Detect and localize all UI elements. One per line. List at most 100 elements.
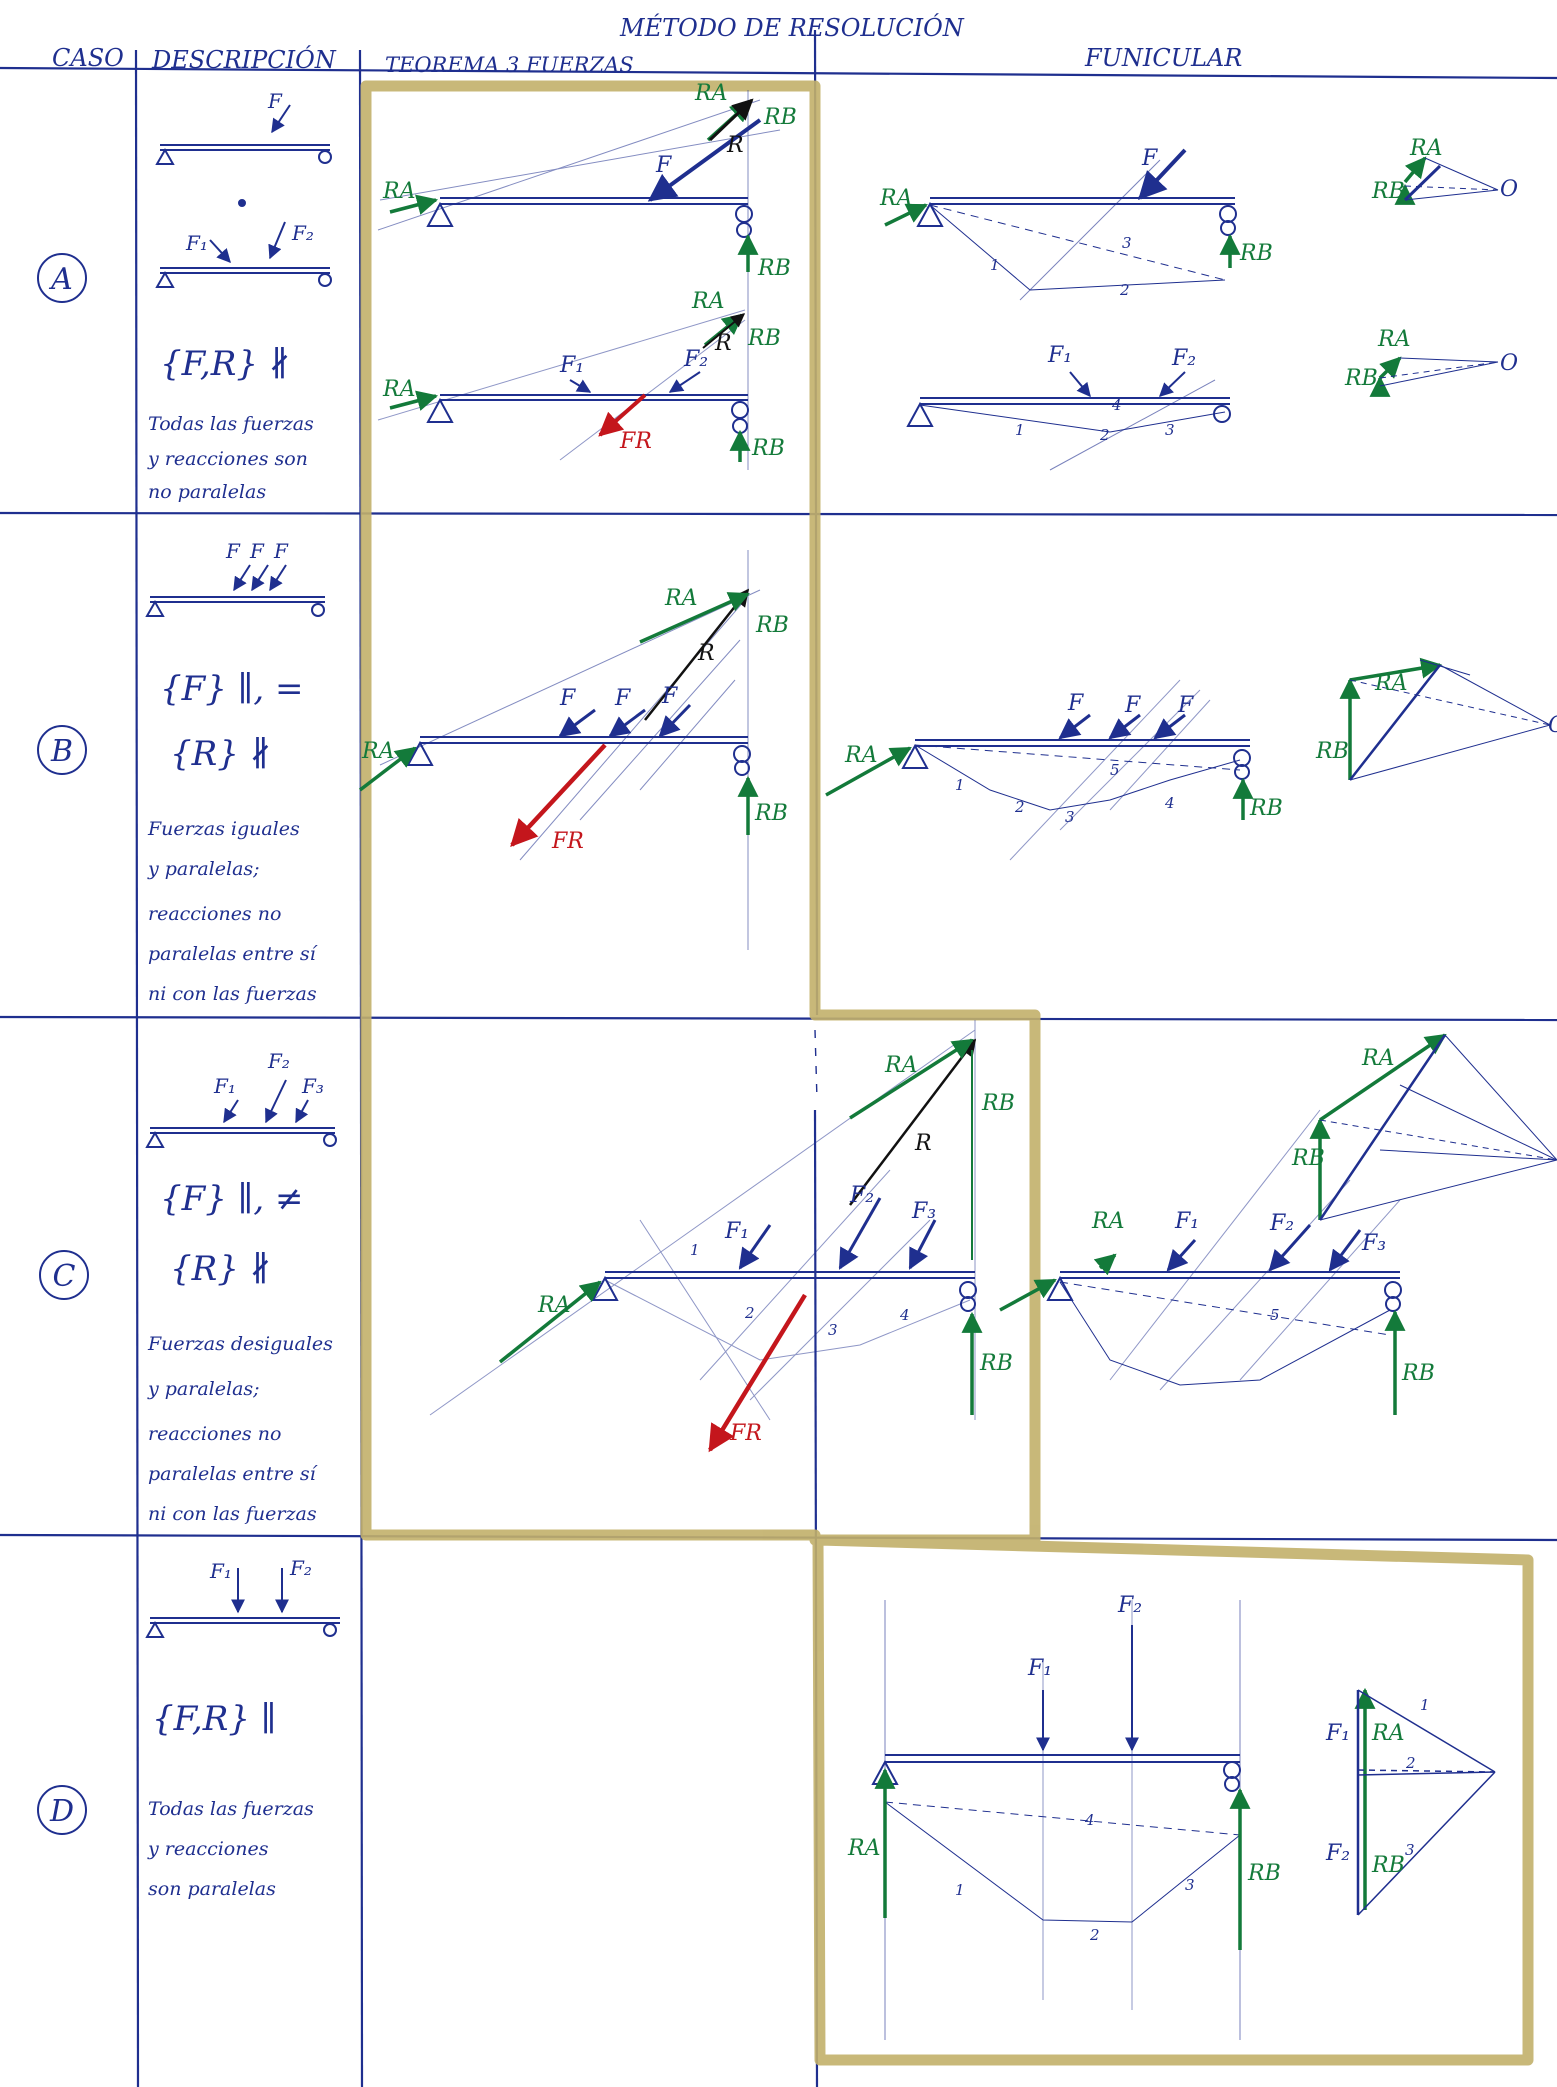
a-tf2-f2-label: F₂ — [683, 347, 708, 372]
a-tf2-r-label: R — [714, 331, 732, 356]
a-fu-poly-rb-label: RB — [1371, 179, 1405, 204]
a-tf2-rb-top-label: RB — [747, 326, 781, 351]
desc-b-f-label-2: F — [249, 539, 265, 563]
case-c-three-forces — [429, 1020, 983, 1453]
ray-num: 4 — [1084, 1811, 1095, 1829]
case-c-funicular — [999, 1033, 1557, 1415]
case-c-note-4: paralelas entre sí — [148, 1463, 319, 1485]
case-d-note-1: Todas las fuerzas — [148, 1798, 314, 1820]
c-fu-f1-label: F₁ — [1174, 1209, 1199, 1234]
case-a-set: {F,R} ∦ — [160, 344, 290, 384]
a-tf-rb-label: RB — [757, 256, 791, 281]
c-tf-r-label: R — [914, 1131, 932, 1156]
case-b-note-5: ni con las fuerzas — [148, 983, 317, 1005]
d-fu-rb-label: RB — [1247, 1861, 1281, 1886]
case-a-three-forces-labels: F RA RB RA RB R F₁ F₂ RA RB RA RB R FR — [382, 81, 797, 461]
ray-num: 4 — [1164, 794, 1175, 812]
b-tf-ra-label: RA — [361, 739, 394, 764]
a-tf2-rb-label: RB — [751, 436, 785, 461]
ray-num: 1 — [955, 776, 965, 794]
a-tf-ra-label: RA — [382, 179, 415, 204]
highlight-frames — [360, 80, 1534, 2066]
a-fu-f-label: F — [1141, 146, 1158, 171]
desc-d-f2-label: F₂ — [289, 1556, 312, 1580]
a-fu2-poly-ra-label: RA — [1377, 327, 1410, 352]
a-fu2-f1-label: F₁ — [1047, 343, 1072, 368]
d-fu-poly-ra-label: RA — [1371, 1721, 1404, 1746]
case-a-note-1: Todas las fuerzas — [148, 413, 314, 435]
desc-a-f-label: F — [267, 89, 283, 113]
case-d-letter: D — [49, 1794, 74, 1829]
desc-d-f1-label: F₁ — [209, 1559, 232, 1583]
b-fu-ra-label: RA — [844, 743, 877, 768]
desc-a-f1-label: F₁ — [185, 231, 208, 255]
case-c-note-1: Fuerzas desiguales — [147, 1333, 333, 1355]
case-d-set: {F,R} ∥ — [152, 1699, 276, 1739]
description-sets: {F,R} ∦ {F} ∥, = {R} ∦ {F} ∥, ≠ {R} ∦ {F… — [152, 344, 303, 1739]
case-a-letter: A — [48, 262, 73, 297]
case-b-funicular — [825, 657, 1551, 861]
case-b-three-forces-labels: F F F RA RB RA RB R FR — [361, 586, 789, 854]
b-tf-r-label: R — [697, 641, 715, 666]
col-funicular-header: FUNICULAR — [1084, 44, 1242, 72]
b-tf-rb-top-label: RB — [755, 613, 789, 638]
description-notes: Todas las fuerzas y reacciones son no pa… — [147, 413, 333, 1900]
b-tf-fr-label: FR — [551, 829, 584, 854]
b-fu-f-label-3: F — [1177, 693, 1194, 718]
desc-c-f3-label: F₃ — [301, 1074, 324, 1098]
ray-num: 5 — [1110, 761, 1120, 779]
b-fu-poly-ra-label: RA — [1374, 671, 1407, 696]
a-fu2-poly-rb-label: RB — [1344, 366, 1378, 391]
case-c-note-2: y paralelas; — [147, 1378, 260, 1400]
desc-b-f-label-3: F — [273, 539, 289, 563]
c-tf-f3-label: F₃ — [911, 1199, 936, 1224]
c-fu-f3-label: F₃ — [1361, 1231, 1386, 1256]
c-tf-rb-top-label: RB — [981, 1091, 1015, 1116]
ray-num: 1 — [955, 1881, 965, 1899]
c-fu-poly-ra-label: RA — [1361, 1046, 1394, 1071]
desc-c-f2-label: F₂ — [267, 1049, 290, 1073]
c-fu-ra-label: RA — [1091, 1209, 1124, 1234]
d-fu-ra-label: RA — [847, 1836, 880, 1861]
case-d-funicular — [871, 1600, 1496, 2040]
d-fu-poly-f1-label: F₁ — [1325, 1721, 1350, 1746]
ray-num: 3 — [828, 1321, 838, 1339]
col-caso-header: CASO — [52, 44, 124, 72]
a-fu2-poly-o-label: O — [1500, 351, 1518, 376]
a-fu-rb-label: RB — [1239, 241, 1273, 266]
d-fu-poly-f2-label: F₂ — [1325, 1841, 1350, 1866]
b-fu-poly-o-label: O — [1548, 713, 1557, 738]
ray-num: 2 — [1089, 1926, 1100, 1944]
case-b-note-3: reacciones no — [148, 903, 281, 925]
a-tf2-ra-top-label: RA — [691, 289, 724, 314]
col-teorema-header: TEOREMA 3 FUERZAS — [385, 53, 634, 77]
d-fu-f2-label: F₂ — [1117, 1593, 1142, 1618]
case-b-funicular-labels: F F F RA RB RA RB O — [844, 671, 1557, 821]
case-c-set-forces: {F} ∥, ≠ — [160, 1179, 303, 1219]
a-tf2-f1-label: F₁ — [559, 353, 584, 378]
method-title: MÉTODO DE RESOLUCIÓN — [619, 13, 965, 42]
case-b-letter: B — [50, 734, 73, 769]
case-c-marker: C — [39, 1250, 89, 1300]
case-d-note-2: y reacciones — [147, 1838, 269, 1860]
desc-a-f2-label: F₂ — [291, 221, 314, 245]
ray-num: 3 — [1122, 234, 1132, 252]
case-b-note-4: paralelas entre sí — [148, 943, 319, 965]
b-fu-f-label-1: F — [1067, 691, 1084, 716]
b-fu-rb-label: RB — [1249, 796, 1283, 821]
case-c-set-reactions: {R} ∦ — [170, 1249, 271, 1289]
case-b-marker: B — [37, 725, 87, 775]
c-fu-poly-rb-label: RB — [1291, 1146, 1325, 1171]
case-c-note-3: reacciones no — [148, 1423, 281, 1445]
ray-num: 2 — [1014, 798, 1025, 816]
a-tf2-ra-label: RA — [382, 377, 415, 402]
case-b-note-2: y paralelas; — [147, 858, 260, 880]
case-b-set-forces: {F} ∥, = — [160, 669, 303, 709]
col-descripcion-header: DESCRIPCIÓN — [151, 45, 337, 74]
c-fu-rb-label: RB — [1401, 1361, 1435, 1386]
ray-num: 2 — [744, 1304, 755, 1322]
header: MÉTODO DE RESOLUCIÓN CASO DESCRIPCIÓN TE… — [52, 13, 1242, 77]
c-fu-f2-label: F₂ — [1269, 1211, 1294, 1236]
case-d-marker: D — [37, 1785, 87, 1835]
